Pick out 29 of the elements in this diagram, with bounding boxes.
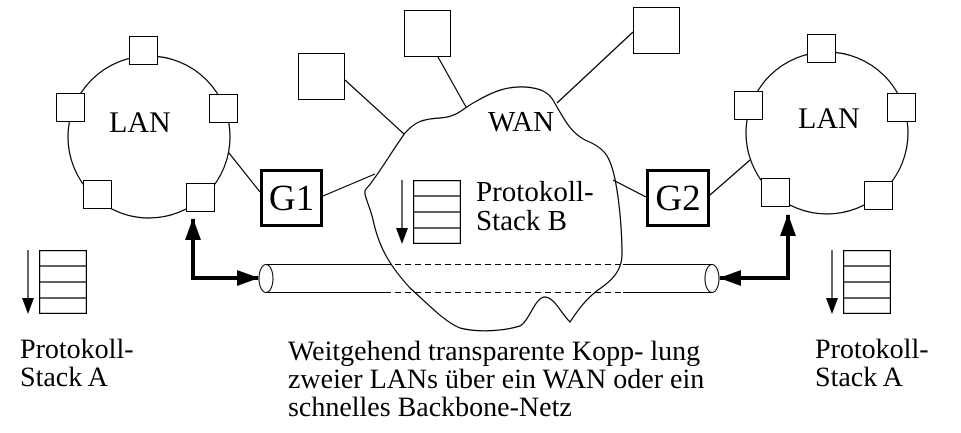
host-box xyxy=(129,36,158,65)
connection-line xyxy=(710,160,750,196)
network-label: WAN xyxy=(488,108,554,137)
host-box xyxy=(404,10,451,57)
host-box xyxy=(633,7,680,54)
connection-line xyxy=(344,80,404,134)
network-label: LAN xyxy=(798,101,860,137)
host-box xyxy=(887,93,916,122)
connection-line xyxy=(612,179,646,198)
gateway-box: G1 xyxy=(260,169,323,227)
host-box xyxy=(864,181,893,210)
connection-line xyxy=(322,173,376,197)
arrow xyxy=(719,214,796,286)
host-box xyxy=(209,94,238,123)
caption: Weitgehend transparente Kopp- lung zweier LANs über ein WAN oder ein schnelles Backbone-Netz xyxy=(288,338,706,422)
backbone-tube xyxy=(258,264,720,293)
host-box xyxy=(56,93,85,122)
host-box xyxy=(734,91,763,120)
host-box xyxy=(298,53,345,100)
stack-label: Protokoll- Stack A xyxy=(20,336,135,392)
stack-label: Protokoll- Stack A xyxy=(815,336,930,392)
connection-line xyxy=(228,152,260,192)
arrow xyxy=(185,218,259,286)
connection-line xyxy=(556,32,634,104)
connection-line xyxy=(437,56,467,108)
network-label: LAN xyxy=(109,105,171,141)
gateway-box: G2 xyxy=(646,169,710,227)
stack-label: Protokoll- Stack B xyxy=(476,178,595,236)
host-box xyxy=(807,34,836,63)
